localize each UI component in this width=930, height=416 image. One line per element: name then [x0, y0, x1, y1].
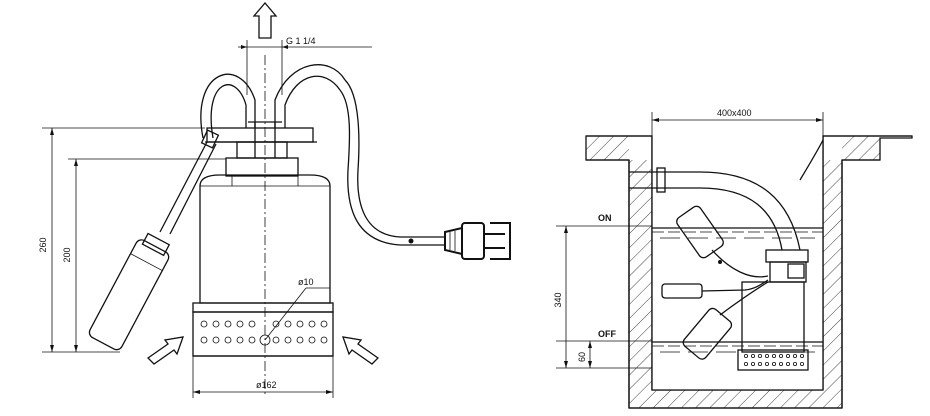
float-switch [88, 129, 220, 351]
height-on-label: 340 [553, 292, 563, 307]
pit-walls [585, 135, 913, 409]
pit-width-dimension: 400x400 [651, 108, 824, 136]
height-dimensions: 260 200 [38, 127, 226, 353]
inlet-arrow-right [342, 336, 380, 365]
outlet-thread-label: G 1 1/4 [286, 36, 316, 46]
pump-side-view: G 1 1/4 [38, 1, 511, 398]
height-total-label: 260 [38, 237, 48, 252]
pump-handle [200, 64, 346, 139]
pit-strainer-holes [744, 353, 805, 366]
level-off-label: OFF [598, 329, 616, 339]
height-off-label: 60 [577, 352, 587, 362]
float-middle [661, 279, 769, 299]
outlet-thread-dimension: G 1 1/4 [238, 36, 372, 95]
pump-top-cover [205, 121, 317, 177]
level-on-label: ON [598, 213, 612, 223]
height-body-label: 200 [62, 247, 72, 262]
pit-pump [737, 249, 809, 371]
strainer-holes [200, 320, 328, 346]
float-upper [676, 205, 769, 278]
power-cable-pit [799, 139, 824, 181]
float-lower [682, 281, 769, 360]
discharge-hose [629, 167, 801, 251]
level-dimensions: 340 60 ON OFF [553, 213, 652, 369]
base-diameter-dimension: ø162 [192, 356, 334, 398]
inlet-arrow-left [146, 336, 184, 365]
power-plug [444, 222, 511, 260]
hole-diameter-label: ø10 [298, 277, 314, 287]
hole-diameter-annotation: ø10 [264, 277, 330, 341]
pump-strainer-base [192, 302, 334, 357]
base-diameter-label: ø162 [256, 380, 277, 390]
pit-width-label: 400x400 [717, 108, 752, 118]
outlet-flow-arrow [252, 1, 278, 39]
pump-motor-body [199, 174, 331, 304]
power-cable [339, 79, 445, 246]
sump-pit-view: 400x400 [553, 108, 913, 409]
